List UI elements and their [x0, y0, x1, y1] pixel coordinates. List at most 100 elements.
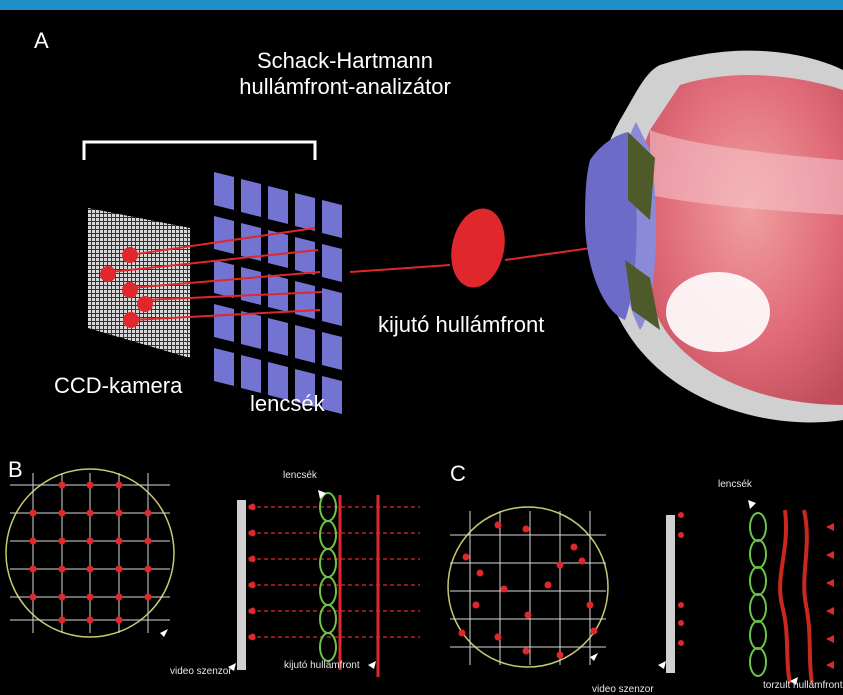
sensor-spot [556, 561, 564, 569]
sensor-spot [86, 616, 94, 624]
sensor-spot [58, 509, 66, 517]
lenslet [214, 304, 234, 342]
lenslet [268, 362, 288, 400]
lenslet [319, 520, 337, 550]
lenslet [322, 200, 342, 238]
focus-spot [248, 633, 256, 641]
lenslet [295, 325, 315, 363]
lenslet [319, 548, 337, 578]
sensor-spot [494, 521, 502, 529]
ccd-spots [100, 247, 153, 328]
sensor-spot [500, 585, 508, 593]
lenslet [319, 576, 337, 606]
lenslet [749, 539, 767, 569]
incoming-arrow [826, 551, 834, 559]
sensor-spot [570, 543, 578, 551]
ccd-camera [88, 208, 190, 358]
sensor-spot [544, 581, 552, 589]
lenslet [241, 355, 261, 393]
wavefront-disk [451, 208, 505, 288]
sensor-spot [494, 633, 502, 641]
sensor-spot [29, 509, 37, 517]
focus-spot [248, 503, 256, 511]
focus-spot [248, 607, 256, 615]
panels-b-c: B lencsék video szenzor kijutó hullámfro… [0, 455, 843, 695]
panel-b-side-view [228, 490, 420, 677]
sensor-spot [58, 616, 66, 624]
sensor-spot [29, 537, 37, 545]
sensor-spot [115, 509, 123, 517]
panel-b-sensor-view [5, 468, 175, 638]
analyzer-title-line2: hullámfront-analizátor [239, 74, 451, 99]
sensor-spot [86, 593, 94, 601]
lenslet [268, 186, 288, 224]
lenslet [749, 512, 767, 542]
panel-a-illustration [82, 50, 843, 423]
sensor-spot [522, 525, 530, 533]
sensor-spot [522, 647, 530, 655]
lenslet [241, 223, 261, 261]
sensor-spot [144, 537, 152, 545]
lenslet [322, 244, 342, 282]
sensor-spot [144, 565, 152, 573]
top-accent-bar [0, 0, 843, 10]
sensor-spot [115, 537, 123, 545]
lenslet [319, 604, 337, 634]
ray-lines [109, 213, 836, 321]
incoming-arrow [826, 635, 834, 643]
sensor-spot [472, 601, 480, 609]
lenslet [295, 193, 315, 231]
sensor-spot [58, 593, 66, 601]
panel-b-letter: B [8, 457, 23, 482]
panel-c-sensor-view [447, 506, 609, 668]
focus-spot [248, 529, 256, 537]
focus-spot [248, 581, 256, 589]
sensor-spot [86, 509, 94, 517]
lenslet [214, 216, 234, 254]
panel-c-wavefront-label: torzult hullámfront [763, 680, 843, 691]
analyzer-title-line1: Schack-Hartmann [256, 48, 434, 73]
incoming-arrow [826, 523, 834, 531]
sensor-spot [58, 537, 66, 545]
sensor-spot [115, 565, 123, 573]
incoming-arrow [826, 579, 834, 587]
panel-a-letter: A [34, 28, 49, 53]
panel-b-wavefront-label: kijutó hullámfront [284, 660, 360, 671]
panel-c-letter: C [450, 461, 466, 486]
panel-c-sensor-label: video szenzor [592, 684, 654, 695]
lenslet [749, 620, 767, 650]
sensor-spot [29, 565, 37, 573]
lenslet [749, 647, 767, 677]
focus-spot [248, 555, 256, 563]
analyzer-bracket [82, 140, 317, 160]
lenslet [295, 369, 315, 407]
lenslet [319, 632, 337, 662]
sensor-spot [476, 569, 484, 577]
panels-b-c-illustration [5, 468, 834, 685]
sensor-spot [590, 627, 598, 635]
lenslet [749, 566, 767, 596]
sensor-spot [458, 629, 466, 637]
lenslet [241, 267, 261, 305]
lenslet [214, 348, 234, 386]
lenslet [749, 593, 767, 623]
sensor-spot [586, 601, 594, 609]
sensor-spot [144, 593, 152, 601]
sensor-spot [578, 557, 586, 565]
sensor-spot [58, 481, 66, 489]
lenslet [214, 172, 234, 210]
panel-b-lens-label: lencsék [283, 470, 317, 481]
lenslet [295, 281, 315, 319]
sensor-spot [86, 481, 94, 489]
sensor-spot [86, 537, 94, 545]
sensor-spot [115, 616, 123, 624]
lenslet [322, 332, 342, 370]
lenslet-label: lencsék [250, 391, 325, 416]
lenslet [268, 230, 288, 268]
sensor-spot [29, 593, 37, 601]
lenslet [268, 318, 288, 356]
lenslet [322, 288, 342, 326]
panel-b-sensor-label: video szenzor [170, 666, 232, 677]
lenslet [241, 179, 261, 217]
incoming-arrow [826, 661, 834, 669]
